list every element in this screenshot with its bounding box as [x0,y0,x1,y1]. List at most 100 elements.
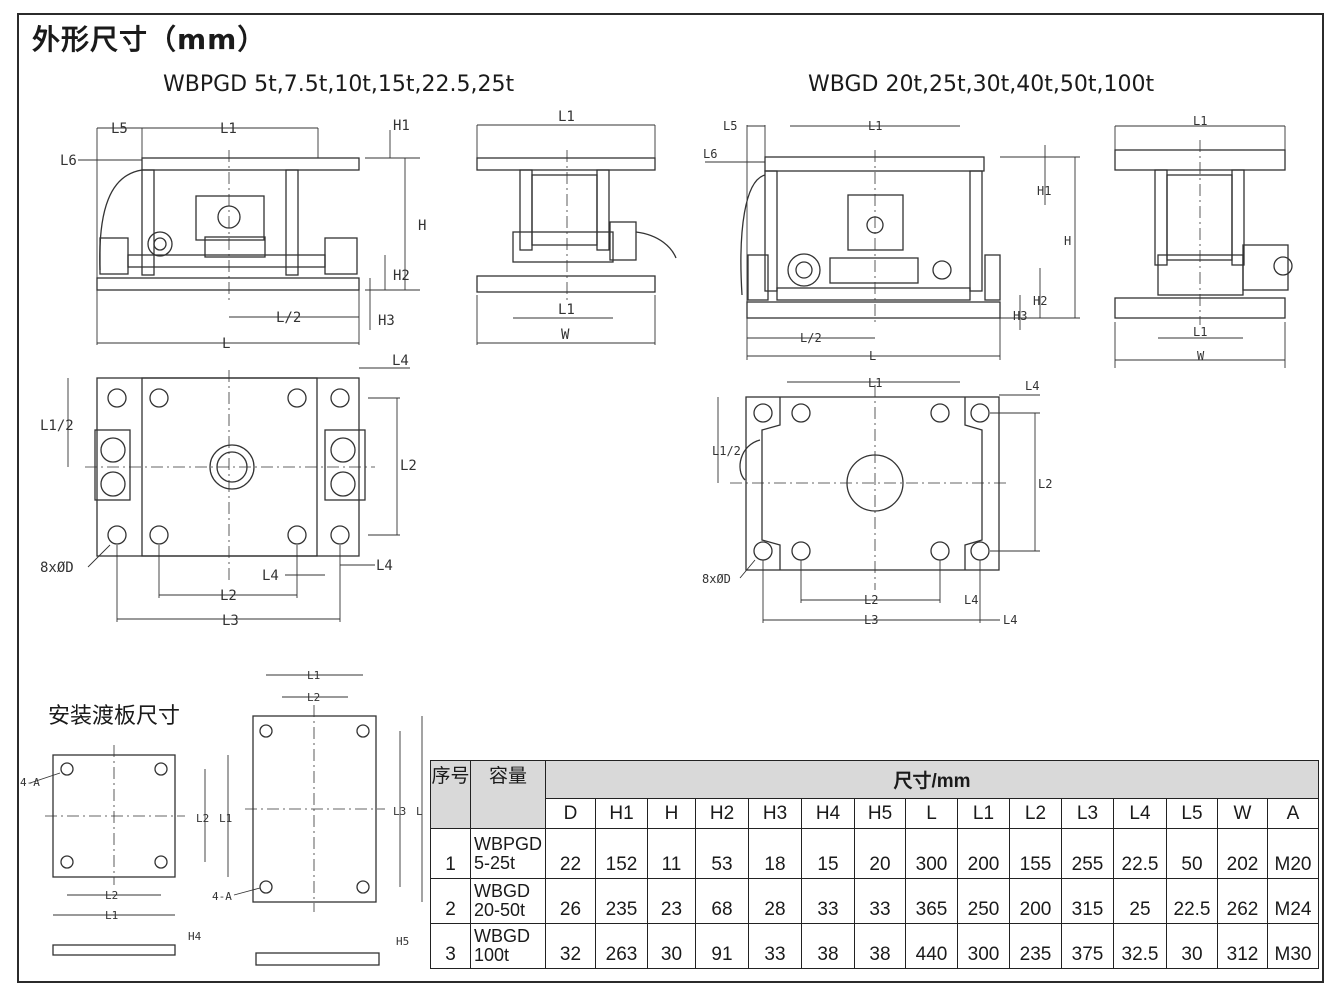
wbgd-front-dims [705,125,1080,360]
top-dim-L4-b: L4 [376,558,393,574]
plate1-L1: L1 [105,909,118,922]
th-dim-l5: L5 [1166,798,1218,829]
cell-h2: 53 [695,828,749,879]
th-dim-h1: H1 [595,798,648,829]
r-dim-H1: H1 [1037,184,1051,198]
wbpgd-side-view [476,150,677,300]
cell-a: M30 [1267,923,1319,969]
cell-h3: 28 [748,878,802,924]
cell-l4: 32.5 [1113,923,1167,969]
plate1-H4: H4 [188,930,202,943]
th-dim-h2: H2 [695,798,749,829]
cell-d: 26 [545,878,596,924]
cell-l1: 250 [957,878,1010,924]
top-dim-L4-a: L4 [262,568,279,584]
r-dim-L-half: L/2 [800,331,822,345]
top-dim-L1-half: L1/2 [40,418,74,434]
wbpgd-front-dims [78,127,420,345]
r-top-dim-holes: 8xØD [702,572,731,586]
cell-h4: 15 [801,828,855,879]
r-side-dim-W: W [1197,349,1205,363]
dim-H2: H2 [393,268,410,284]
cell-l5: 22.5 [1166,878,1218,924]
th-no: 序号 [430,760,471,829]
mounting-plate-small [29,745,229,956]
cell-h: 11 [647,828,696,879]
th-dim-a: A [1267,798,1319,829]
r-side-dim-L1-top: L1 [1193,114,1207,128]
row-capacity-range: 100t [474,945,510,965]
plate1-L2-vert: L2 [196,812,209,825]
r-top-dim-L4-b: L4 [964,593,978,607]
th-dim-w: W [1217,798,1268,829]
cell-l2: 200 [1009,878,1062,924]
row-capacity-model: WBGD [474,926,530,946]
cell-h: 30 [647,923,696,969]
cell-l2: 155 [1009,828,1062,879]
plate2-L1: L1 [307,669,320,682]
r-top-dim-L4-a: L4 [1025,379,1039,393]
cell-w: 312 [1217,923,1268,969]
cell-h5: 38 [854,923,906,969]
cell-l: 440 [905,923,958,969]
r-dim-L6: L6 [703,147,717,161]
r-side-dim-L1-bottom: L1 [1193,325,1207,339]
dim-H3: H3 [378,313,395,329]
th-dim-l: L [905,798,958,829]
r-dim-L1: L1 [868,119,882,133]
cell-a: M24 [1267,878,1319,924]
dim-H: H [418,218,426,234]
wbgd-top-view [730,385,1010,590]
mounting-plate-large [233,674,423,966]
dim-L6: L6 [60,153,77,169]
cell-h2: 91 [695,923,749,969]
th-dim-l3: L3 [1061,798,1114,829]
plate-title: 安装渡板尺寸 [48,704,181,729]
plate2-holes: 4-A [212,890,232,903]
cell-a: M20 [1267,828,1319,879]
r-dim-L: L [869,349,876,363]
plate2-L2: L2 [307,691,320,704]
row-capacity-range: 20-50t [474,900,526,920]
dim-L1: L1 [220,121,237,137]
drawing-frame [17,13,1324,983]
r-top-dim-L1: L1 [868,376,882,390]
cell-l: 365 [905,878,958,924]
top-dim-L2: L2 [220,588,237,604]
cell-w: 202 [1217,828,1268,879]
th-capacity: 容量 [470,760,546,829]
r-top-dim-L2: L2 [864,593,878,607]
side-dim-L1-top: L1 [558,109,575,125]
th-dim-h3: H3 [748,798,802,829]
plate2-L: L [416,805,423,818]
cell-h3: 33 [748,923,802,969]
cell-l4: 25 [1113,878,1167,924]
plate1-holes: 4-A [20,776,40,789]
side-dim-L1-bottom: L1 [558,302,575,318]
th-dims: 尺寸/mm [545,760,1319,799]
th-dim-l1: L1 [957,798,1010,829]
cell-l3: 255 [1061,828,1114,879]
cell-l3: 375 [1061,923,1114,969]
row-capacity-range: 5-25t [474,852,516,873]
row-no: 2 [430,878,471,924]
r-dim-L5: L5 [723,119,737,133]
row-no: 3 [430,923,471,969]
th-dim-h: H [647,798,696,829]
dim-L5: L5 [111,121,128,137]
th-dim-h5: H5 [854,798,906,829]
r-dim-H: H [1064,234,1071,248]
cell-h1: 235 [595,878,648,924]
dim-H1: H1 [393,118,410,134]
cell-d: 22 [545,828,596,879]
side-dim-W: W [561,327,570,343]
th-dim-d: D [545,798,596,829]
r-dim-H2: H2 [1033,294,1047,308]
